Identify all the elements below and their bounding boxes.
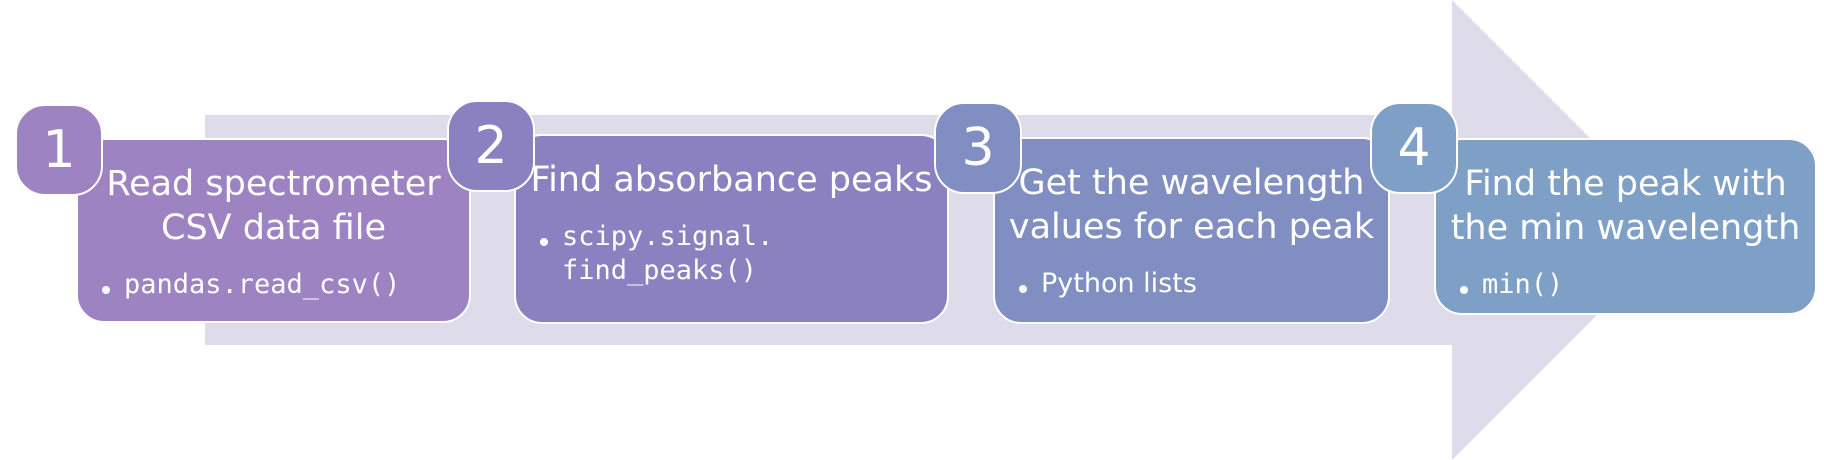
step-3-bullet-text: Python lists [1041,268,1197,299]
step-4-bullet: min() [1460,268,1563,302]
step-2-number: 2 [447,100,535,192]
step-4-title: Find the peak with the min wavelength [1450,164,1801,248]
step-1-title: Read spectrometer CSV data file [106,164,441,248]
step-1-number: 1 [15,104,103,196]
step-3-title: Get the wavelength values for each peak [1008,163,1375,247]
step-3-bullet: Python lists [1019,267,1197,301]
step-3-box: Get the wavelength values for each peak … [993,137,1390,324]
bullet-dot [540,238,548,246]
step-4-bullet-text: min() [1482,269,1564,300]
bullet-dot [1019,285,1027,293]
bullet-dot [102,286,110,294]
step-4-number: 4 [1370,102,1458,194]
step-3-number: 3 [934,102,1022,194]
step-2-bullet-text: scipy.signal. find_peaks() [562,221,774,286]
step-1-box: Read spectrometer CSV data file pandas.r… [76,138,471,323]
step-2-bullet: scipy.signal. find_peaks() [540,220,773,288]
step-2-box: Find absorbance peaks scipy.signal. find… [514,134,949,324]
bullet-dot [1460,286,1468,294]
step-1-bullet: pandas.read_csv() [102,268,400,302]
step-2-title: Find absorbance peaks [530,160,933,200]
step-1-bullet-text: pandas.read_csv() [124,269,401,300]
step-4-box: Find the peak with the min wavelength mi… [1434,138,1817,315]
